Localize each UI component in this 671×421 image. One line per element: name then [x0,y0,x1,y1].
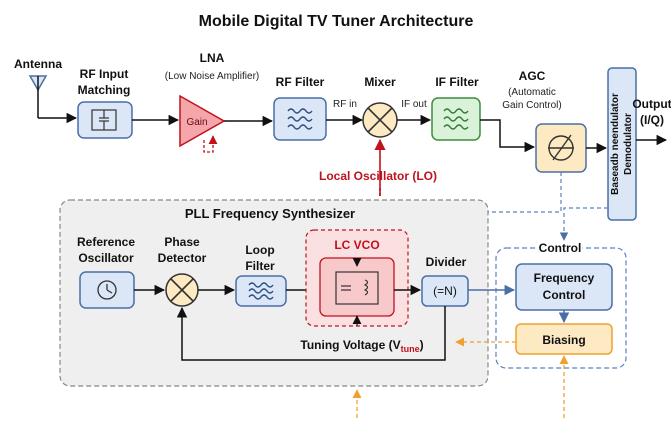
vco-block [319,257,395,317]
phase-detector-cross-icon [170,278,194,302]
biasing-label: Biasing [542,333,585,347]
antenna-label: Antenna [14,57,62,71]
local-oscillator-label: Local Oscillator (LO) [319,169,437,183]
phase-detector-label-1: Phase [164,235,200,249]
divider-label: Divider [426,255,467,269]
pll-feedback-loop [176,306,446,361]
demodulator-block [607,67,637,221]
output-label-1: Output [632,97,671,111]
mixer-label: Mixer [364,75,396,89]
vco-label: LC VCO [334,238,379,252]
phase-detector-label-2: Detector [158,251,207,265]
biasing-block [515,323,613,355]
rf-filter-label: RF Filter [276,75,325,89]
if-filter-wave-icon [443,108,469,130]
mixer-rf-in-label: RF in [333,99,357,110]
rf-input-label-1: RF Input [80,67,129,81]
if-filter-label: IF Filter [435,75,479,89]
demodulator-label-1: Baseadb neendulator [610,93,621,195]
matching-network-icon [91,109,117,131]
agc-label: AGC [519,69,546,83]
agc-sublabel-2: Gain Control) [502,100,561,111]
lna-gain-label: Gain [186,117,207,128]
ref-osc-label-1: Reference [77,235,135,249]
ref-osc-label-2: Oscillator [78,251,134,265]
clock-icon [97,280,117,300]
loop-filter-label-2: Filter [245,259,275,273]
loop-filter-label-1: Loop [245,243,274,257]
agc-to-pll-dashed-link [477,172,562,217]
demod-to-control-dashed-link [559,207,608,241]
demodulator-label-2: Demodulator [623,113,634,175]
lna-sublabel: (Low Noise Amplifier) [165,71,259,82]
rf-input-matching-block [77,101,133,139]
control-title: Control [539,241,582,255]
frequency-control-label-2: Control [543,288,586,302]
output-label-2: (I/Q) [640,113,664,127]
variable-gain-icon [548,134,574,161]
pll-title: PLL Frequency Synthesizer [185,206,355,221]
lna-label: LNA [200,51,225,65]
diagram-title: Mobile Digital TV Tuner Architecture [199,13,474,30]
agc-sublabel-1: (Automatic [508,87,556,98]
tuning-voltage-label: Tuning Voltage (Vtune) [300,338,423,354]
lc-tank-icon [335,271,379,305]
antenna-icon [28,75,48,118]
lna-amplifier-icon [179,94,226,148]
rf-filter-wave-icon [287,108,313,130]
lna-feedback-arrow [203,135,218,153]
frequency-control-label-1: Frequency [534,271,595,285]
mixer-if-out-label: IF out [401,99,427,110]
mixer-cross-icon [367,107,393,133]
loop-filter-wave-icon [248,282,274,300]
rf-input-label-2: Matching [78,83,131,97]
divider-ratio: (=N) [433,284,457,298]
